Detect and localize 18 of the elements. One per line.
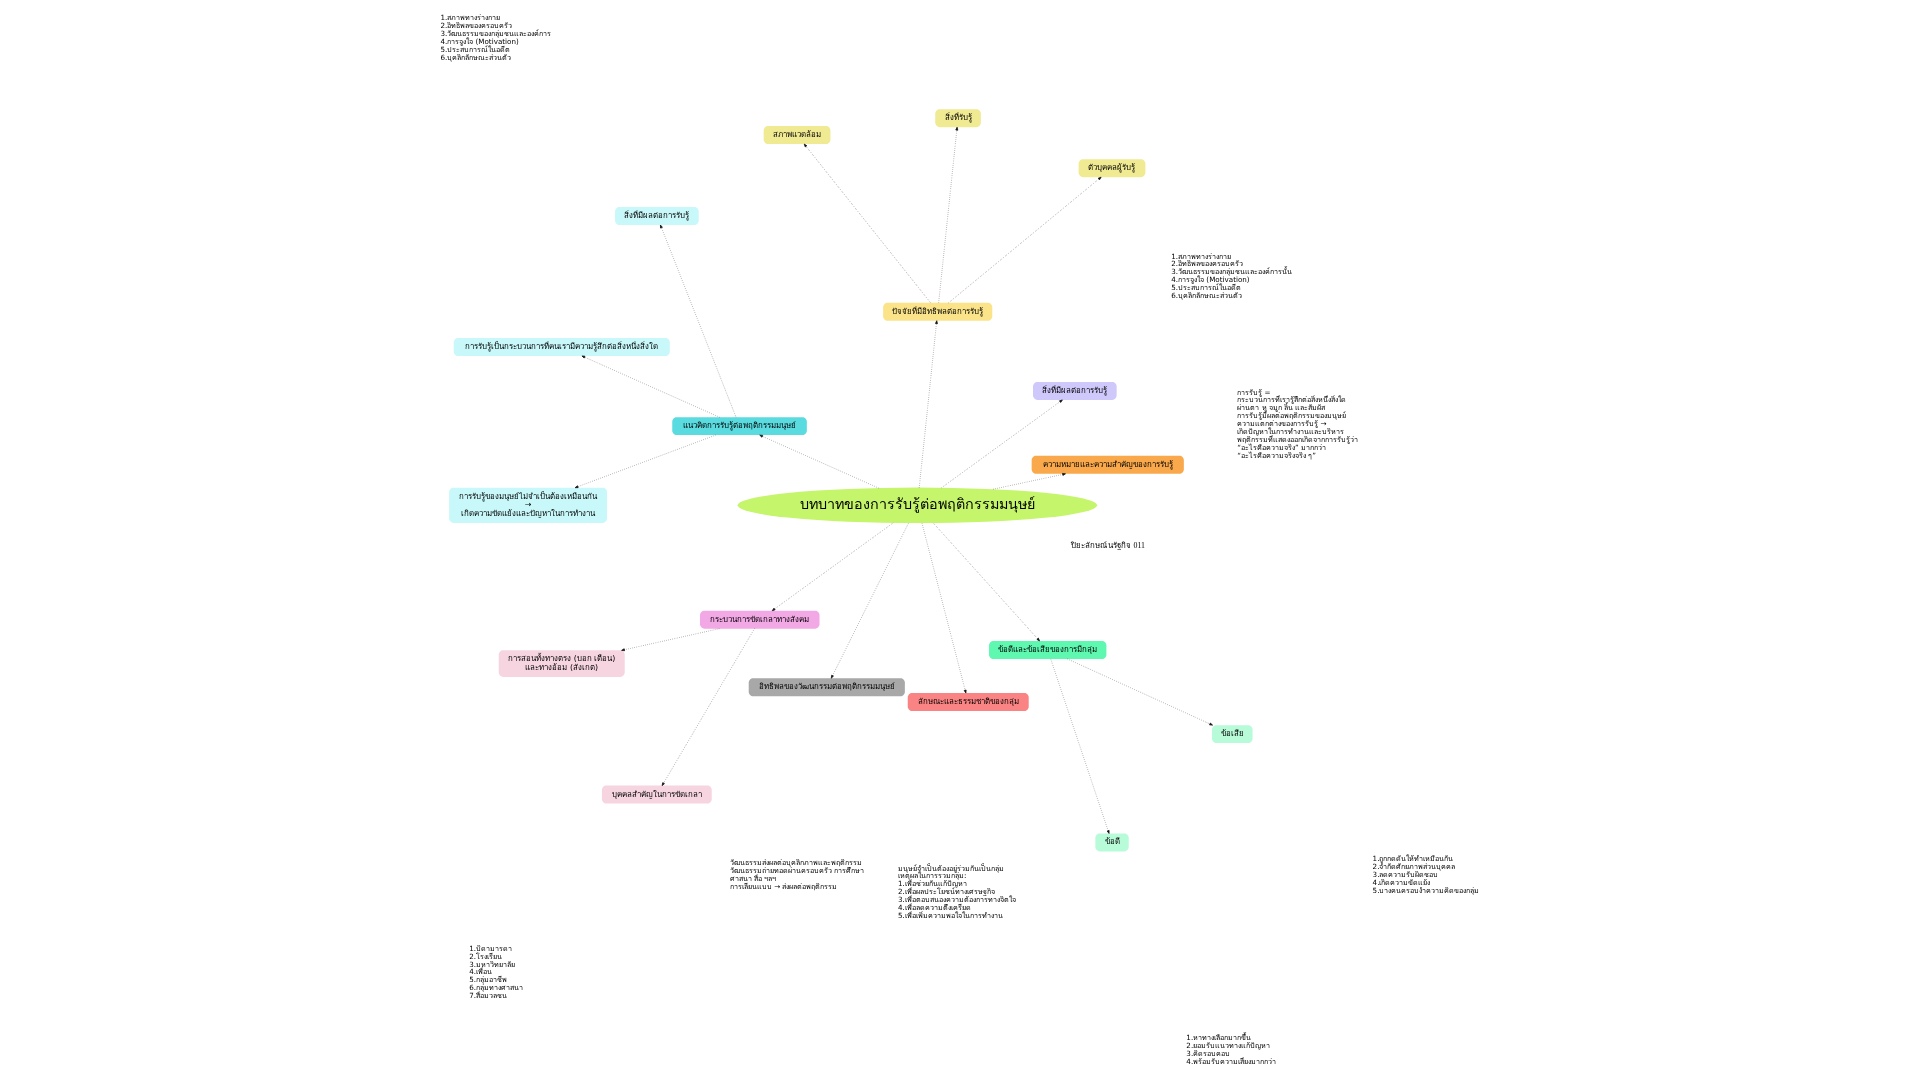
arrow: [941, 399, 1063, 489]
arrow: [1067, 658, 1213, 726]
arrow: [830, 522, 909, 679]
arrow: [992, 473, 1066, 490]
arrow: [660, 224, 737, 418]
node-ellipse: บทบาทของการรับรู้ต่อพฤติกรรมมนุษย์: [737, 487, 1098, 524]
arrow: [948, 176, 1102, 304]
arrow: [932, 522, 1040, 642]
arrow: [921, 522, 967, 694]
arrow: [1050, 658, 1110, 834]
arrow: [581, 355, 720, 418]
arrow: [771, 522, 894, 612]
arrow: [661, 628, 755, 786]
arrow: [759, 434, 879, 489]
arrow: [803, 143, 931, 304]
arrow: [621, 628, 720, 652]
arrow: [574, 434, 716, 489]
arrow: [938, 126, 959, 304]
